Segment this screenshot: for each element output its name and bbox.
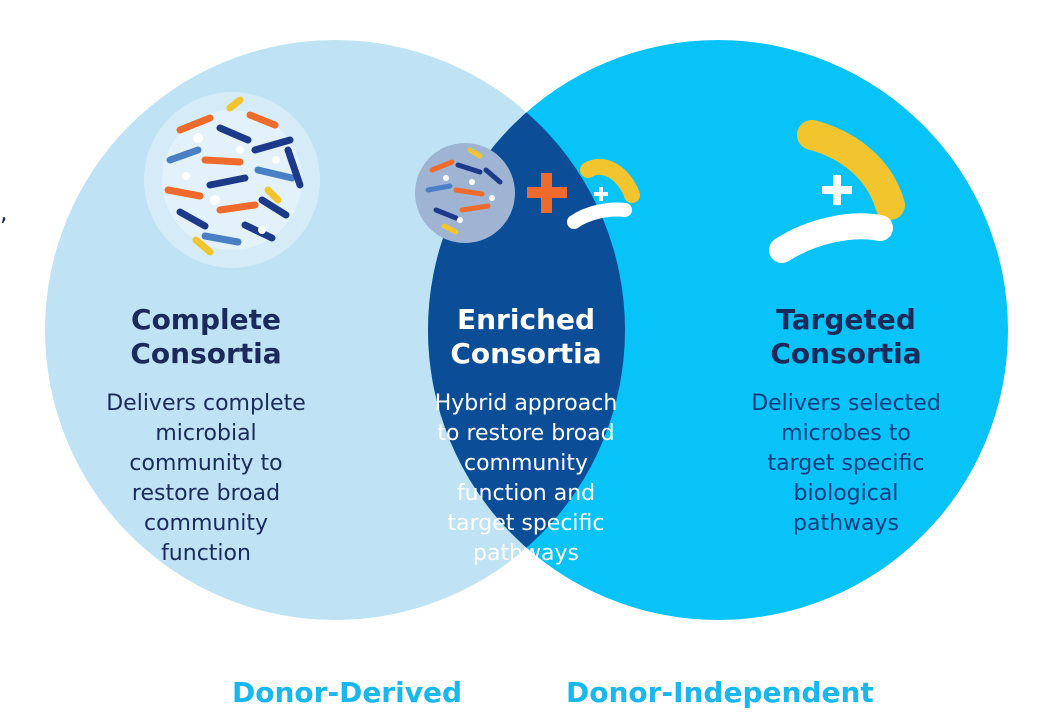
- enriched-consortia-section: Enriched Consortia Hybrid approach to re…: [396, 303, 656, 569]
- plus-icon: [527, 173, 567, 213]
- targeted-consortia-title: Targeted Consortia: [770, 303, 922, 370]
- complete-consortia-description: Delivers complete microbial community to…: [106, 391, 306, 566]
- complete-consortia-section: Complete Consortia Delivers complete mic…: [76, 303, 336, 569]
- enriched-consortia-title: Enriched Consortia: [450, 303, 602, 370]
- overlap-region: [428, 40, 625, 620]
- targeted-consortia-icon: [769, 120, 905, 263]
- donor-derived-label: Donor-Derived: [232, 676, 463, 709]
- targeted-consortia-description: Delivers selected microbes to target spe…: [751, 391, 941, 536]
- donor-independent-label: Donor-Independent: [566, 676, 874, 709]
- enriched-consortia-icon: [415, 143, 640, 243]
- complete-consortia-title: Complete Consortia: [130, 303, 282, 370]
- targeted-consortia-section: Targeted Consortia Delivers selected mic…: [716, 303, 976, 539]
- enriched-consortia-description: Hybrid approach to restore broad communi…: [434, 391, 618, 566]
- edge-text-fragment: ,: [0, 198, 8, 226]
- complete-consortia-icon: [144, 92, 320, 268]
